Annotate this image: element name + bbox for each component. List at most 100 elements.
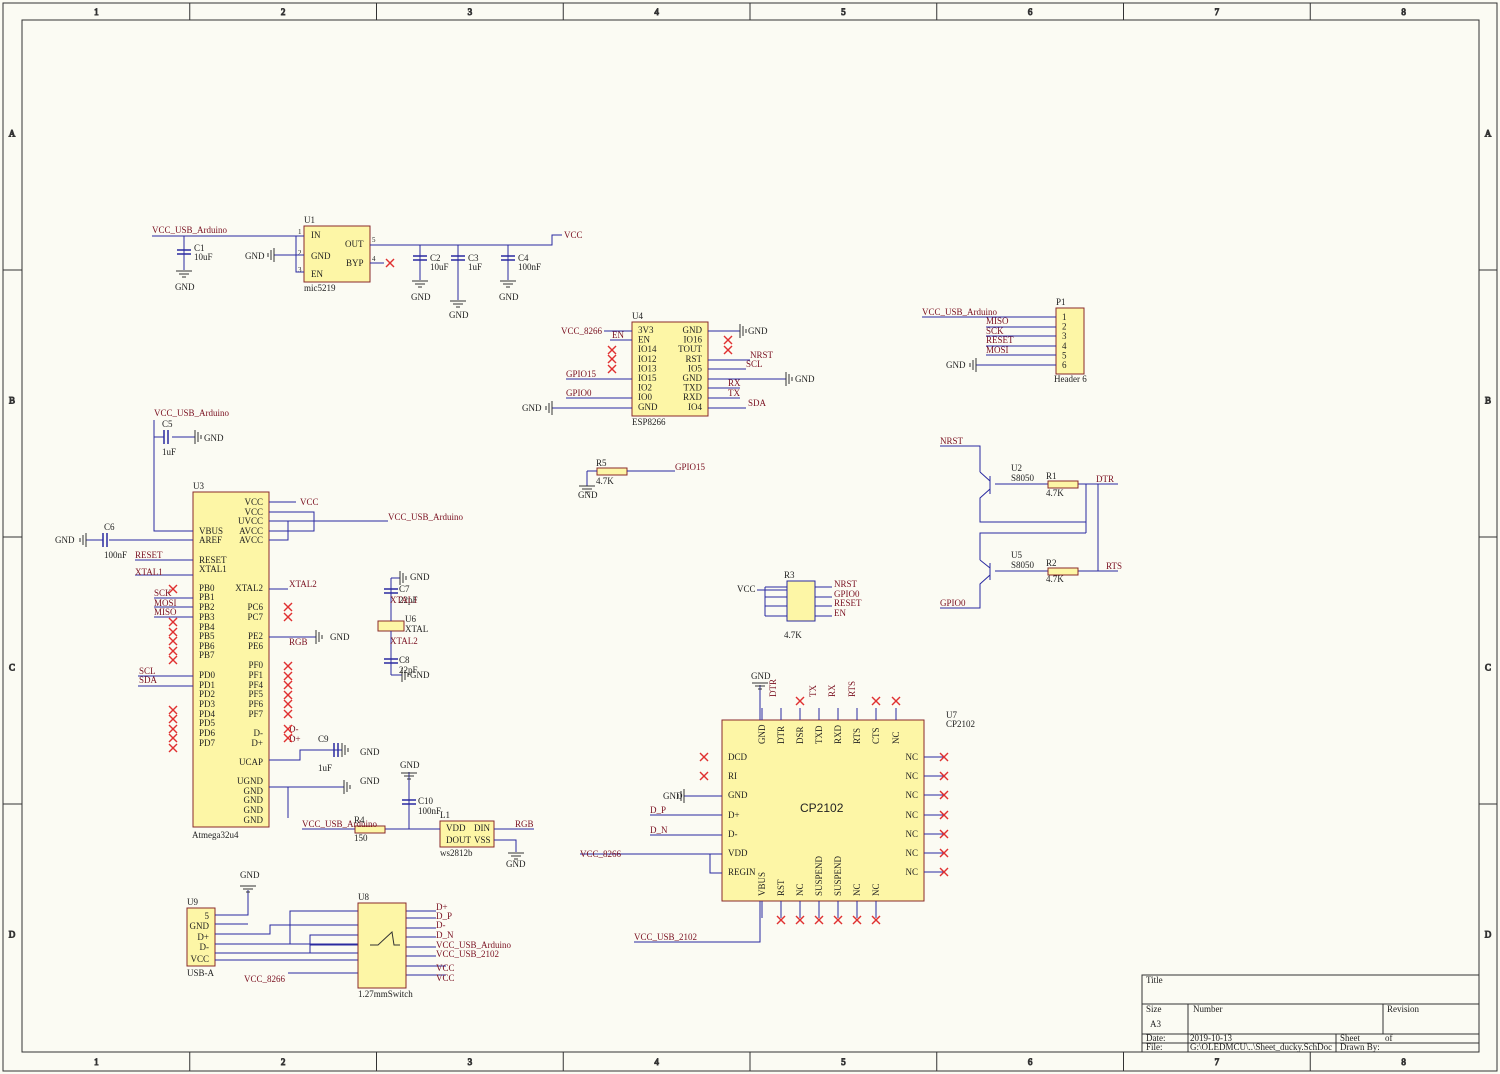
l1-ws2812b[interactable]: L1 ws2812b VDD DIN DOUT VSS <box>439 810 495 858</box>
r4-value: 150 <box>354 833 368 843</box>
u1-vcc-label: VCC <box>564 230 583 240</box>
u6-part: XTAL <box>405 624 428 634</box>
r3-vcc: VCC <box>737 584 756 594</box>
u4-sda-net: SDA <box>748 398 767 408</box>
u9-usb-a[interactable]: U9 USB-A <box>186 897 216 978</box>
u4-scl-net: SCL <box>746 359 763 369</box>
u8-switch[interactable]: U8 1.27mmSwitch <box>357 892 413 999</box>
u8-right-net: VCC_USB_2102 <box>436 949 499 959</box>
u7-right-pin: NC <box>905 790 918 800</box>
u9-pin: D+ <box>197 932 209 942</box>
r1-resistor[interactable] <box>1047 480 1079 489</box>
zone-row-left: A <box>9 129 16 139</box>
no-connect-mark <box>283 699 293 709</box>
zone-col-bottom: 7 <box>1215 1057 1220 1067</box>
u7-top-pin: NC <box>891 731 901 744</box>
u3-gnd-pe2: GND <box>330 632 350 642</box>
u3-left-pin: VBUS <box>199 526 223 536</box>
u1-gnd-label: GND <box>245 251 265 261</box>
u3-rgb-net: RGB <box>289 637 308 647</box>
no-connect-mark <box>283 671 293 681</box>
no-connect-mark <box>939 848 949 858</box>
u3-left-pin: PD6 <box>199 728 216 738</box>
transistor-circuit <box>940 445 1118 609</box>
capacitor-plates <box>177 249 191 255</box>
title-block <box>1141 974 1480 1053</box>
c10-ref: C10 <box>418 796 434 806</box>
u4-left-pin: IO14 <box>638 344 657 354</box>
no-connect-mark <box>168 627 178 637</box>
p1-pin: 3 <box>1062 331 1067 341</box>
u8-part: 1.27mmSwitch <box>358 989 413 999</box>
no-connect-mark <box>168 655 178 665</box>
u7-dtr-net: DTR <box>768 679 778 697</box>
r3-en: EN <box>834 608 846 618</box>
r4-ref: R4 <box>354 815 365 825</box>
u2-ref: U2 <box>1011 463 1022 473</box>
c1-value: 10uF <box>194 252 213 262</box>
c10-value: 100nF <box>418 806 441 816</box>
r5-value: 4.7K <box>596 476 614 486</box>
no-connect-mark <box>168 743 178 753</box>
u3-right-pin: D+ <box>251 738 263 748</box>
r3-network[interactable]: R3 4.7K <box>784 570 816 640</box>
u3-right-pin: UGND <box>237 776 263 786</box>
c3-gnd: GND <box>449 310 469 320</box>
u1-regulator[interactable]: U1 mic5219 IN GND EN OUT BYP 1 2 3 5 4 <box>298 215 376 293</box>
c2-ref: C2 <box>430 253 441 263</box>
u4-esp8266[interactable]: U4 ESP8266 <box>631 311 709 427</box>
no-connect-mark <box>699 771 709 781</box>
r5-wires <box>586 470 675 486</box>
q-gpio0: GPIO0 <box>940 598 966 608</box>
u3-right-pin: PF6 <box>248 699 263 709</box>
p1-header[interactable]: P1 Header 6 <box>1054 297 1087 384</box>
c5-value: 1uF <box>162 447 176 457</box>
ground-symbol <box>401 668 409 682</box>
u3-reset-net: RESET <box>135 550 163 560</box>
c9-gnd: GND <box>360 747 380 757</box>
no-connect-mark <box>168 733 178 743</box>
p1-wires <box>922 316 1056 366</box>
u3-dp-net: D+ <box>289 734 301 744</box>
p1-pin: 6 <box>1062 360 1067 370</box>
u8-right-net: VCC <box>436 973 455 983</box>
no-connect-mark <box>168 724 178 734</box>
u4-left-pin: EN <box>638 335 650 345</box>
u1-pn-1: 1 <box>298 228 302 236</box>
no-connect-mark <box>852 915 862 925</box>
u7-rts-net: RTS <box>847 681 857 697</box>
u7-tx-net: TX <box>808 685 818 697</box>
zone-row-right: C <box>1485 663 1491 673</box>
capacitor-plates <box>402 799 416 805</box>
u7-right-pin: NC <box>905 829 918 839</box>
u3-part: Atmega32u4 <box>192 830 239 840</box>
zone-col-bottom: 3 <box>468 1057 473 1067</box>
u7-right-pin: NC <box>905 867 918 877</box>
u4-ref: U4 <box>632 311 643 321</box>
u3-atmega32u4[interactable]: U3 Atmega32u4 <box>192 481 270 840</box>
r2-resistor[interactable] <box>1047 567 1079 576</box>
u7-bottom-pin: NC <box>871 883 881 896</box>
u4-right-pin: RXD <box>683 392 703 402</box>
no-connect-mark <box>283 680 293 690</box>
r4-resistor[interactable] <box>354 825 386 834</box>
u1-pin-en: EN <box>311 269 323 279</box>
u3-right-pin: D- <box>254 728 264 738</box>
p1-reset: RESET <box>986 335 1014 345</box>
l1-part: ws2812b <box>440 848 473 858</box>
u9-pin: 5 <box>205 911 210 921</box>
r5-resistor[interactable]: R5 4.7K <box>596 458 628 486</box>
u3-scl-net: SCL <box>139 666 156 676</box>
c1-ref: C1 <box>194 243 205 253</box>
u6-crystal[interactable] <box>377 620 405 632</box>
c9-ref: C9 <box>318 734 329 744</box>
u4-left-pin: IO13 <box>638 363 657 373</box>
u1-pn-4: 4 <box>372 255 376 263</box>
ground-symbol <box>752 682 768 690</box>
u7-left-pin: D+ <box>728 810 740 820</box>
ground-and-noconnect-symbols <box>79 248 977 925</box>
u1-wires <box>152 234 562 300</box>
u7-left-pin: RI <box>728 771 737 781</box>
u7-cp2102[interactable]: U7 CP2102 CP2102 <box>721 710 975 902</box>
